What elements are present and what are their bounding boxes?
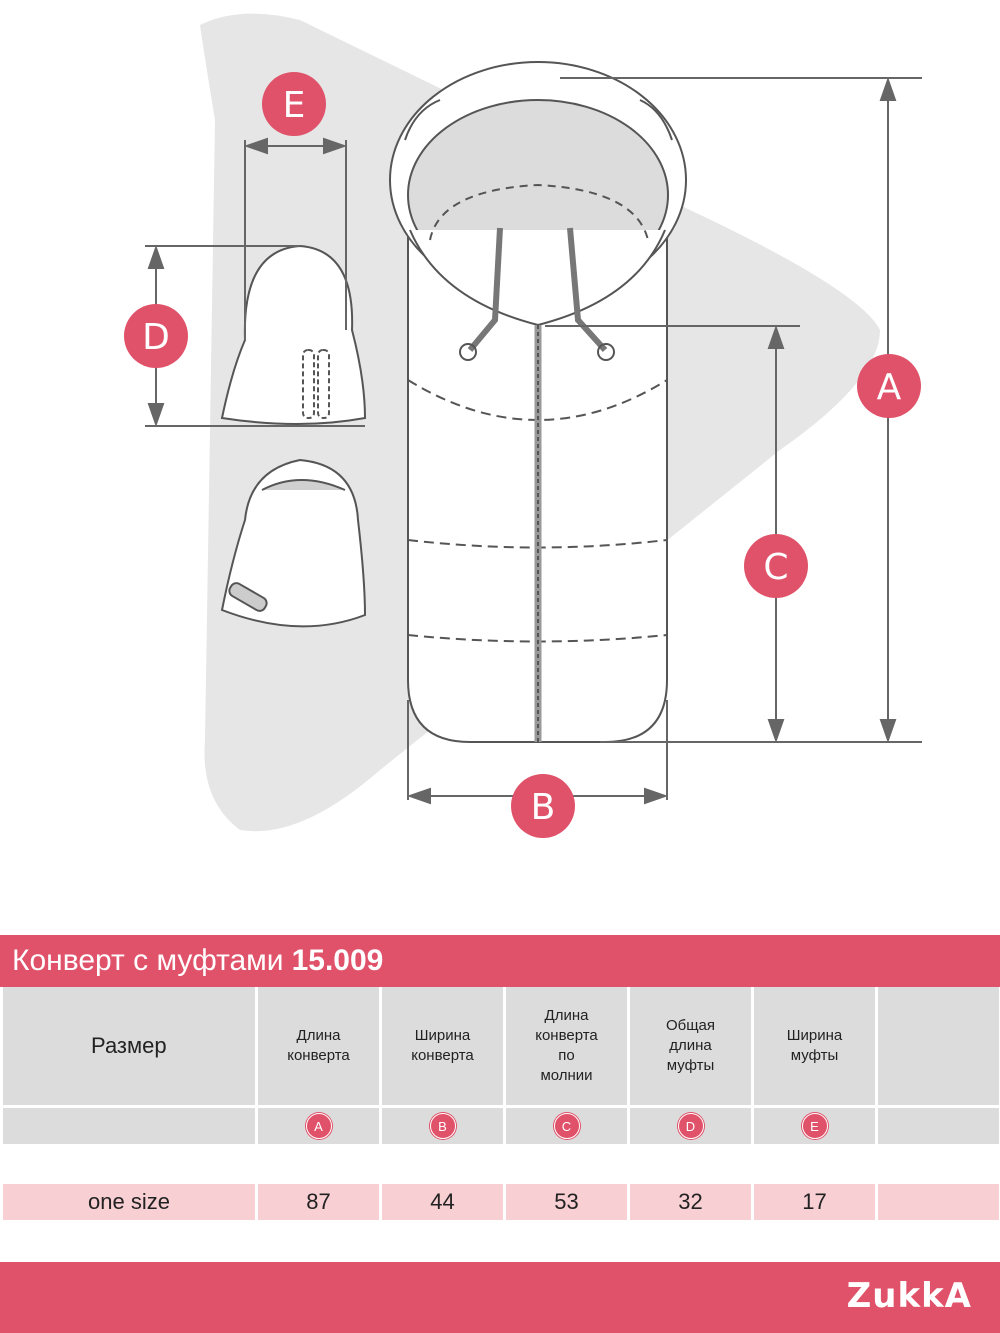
muff-drawing-bottom (220, 458, 367, 628)
column-header-d-line2: длина (669, 1037, 712, 1054)
badge-c-label: C (763, 547, 788, 588)
value-b: 44 (382, 1184, 503, 1220)
badge-a: A (857, 354, 921, 418)
column-header-e-line1: Ширина (786, 1027, 843, 1044)
column-header-b: Ширина конверта (382, 987, 503, 1105)
product-code: 15.009 (291, 944, 384, 977)
badge-cell-b: B (382, 1105, 503, 1144)
column-header-e-line2: муфты (790, 1047, 839, 1064)
badge-b-label: B (531, 787, 556, 828)
badge-d: D (124, 304, 188, 368)
mini-badge-b: B (429, 1113, 456, 1139)
badge-cell-d: D (630, 1105, 751, 1144)
column-header-d: Общая длина муфты (630, 987, 751, 1105)
size-column-header: Размер (3, 987, 255, 1105)
column-header-d-line3: муфты (666, 1057, 715, 1074)
column-header-c-line3: по (558, 1047, 575, 1064)
badge-e: E (262, 72, 326, 136)
size-diagram: A B C D E (124, 13, 922, 838)
table-badge-row: A B C D E (3, 1105, 999, 1144)
mini-badge-c: C (553, 1113, 580, 1139)
column-header-a-line2: конверта (287, 1047, 350, 1064)
column-header-b-line2: конверта (411, 1047, 474, 1064)
column-header-c-line2: конверта (535, 1027, 598, 1044)
column-header-a: Длина конверта (258, 987, 379, 1105)
badge-cell-c: C (506, 1105, 627, 1144)
value-d: 32 (630, 1184, 751, 1220)
column-header-b-line1: Ширина (414, 1027, 471, 1044)
column-header-c: Длина конверта по молнии (506, 987, 627, 1105)
badge-b: B (511, 774, 575, 838)
empty-badge-cell-end (878, 1105, 999, 1144)
mini-badge-e: E (801, 1113, 828, 1139)
size-table: Размер Длина конверта Ширина конверта Дл… (0, 987, 1000, 1220)
product-title: Конверт с муфтами (12, 944, 284, 977)
muff-drawing-top (220, 244, 367, 425)
value-empty (878, 1184, 999, 1220)
table-gap-row (3, 1144, 999, 1184)
mini-badge-d: D (677, 1113, 704, 1139)
empty-header-cell (878, 987, 999, 1105)
table-header-row: Размер Длина конверта Ширина конверта Дл… (3, 987, 999, 1105)
badge-cell-e: E (754, 1105, 875, 1144)
footer-bar: ZukkA (0, 1262, 1000, 1333)
mini-badge-a: A (305, 1113, 332, 1139)
value-e: 17 (754, 1184, 875, 1220)
column-header-e: Ширина муфты (754, 987, 875, 1105)
table-row: one size 87 44 53 32 17 (3, 1184, 999, 1220)
badge-d-label: D (142, 317, 170, 358)
badge-a-label: A (877, 367, 902, 408)
column-header-c-line1: Длина (544, 1007, 589, 1024)
envelope-drawing (389, 61, 687, 743)
empty-badge-cell (3, 1105, 255, 1144)
badge-cell-a: A (258, 1105, 379, 1144)
column-header-a-line1: Длина (296, 1027, 341, 1044)
value-a: 87 (258, 1184, 379, 1220)
product-title-bar: Конверт с муфтами 15.009 (0, 935, 1000, 987)
column-header-c-line4: молнии (540, 1067, 593, 1084)
brand-logo: ZukkA (846, 1276, 972, 1316)
size-value: one size (3, 1184, 255, 1220)
gap-cell (3, 1144, 999, 1184)
badge-e-label: E (283, 85, 306, 126)
badge-c: C (744, 534, 808, 598)
column-header-d-line1: Общая (665, 1017, 716, 1034)
value-c: 53 (506, 1184, 627, 1220)
